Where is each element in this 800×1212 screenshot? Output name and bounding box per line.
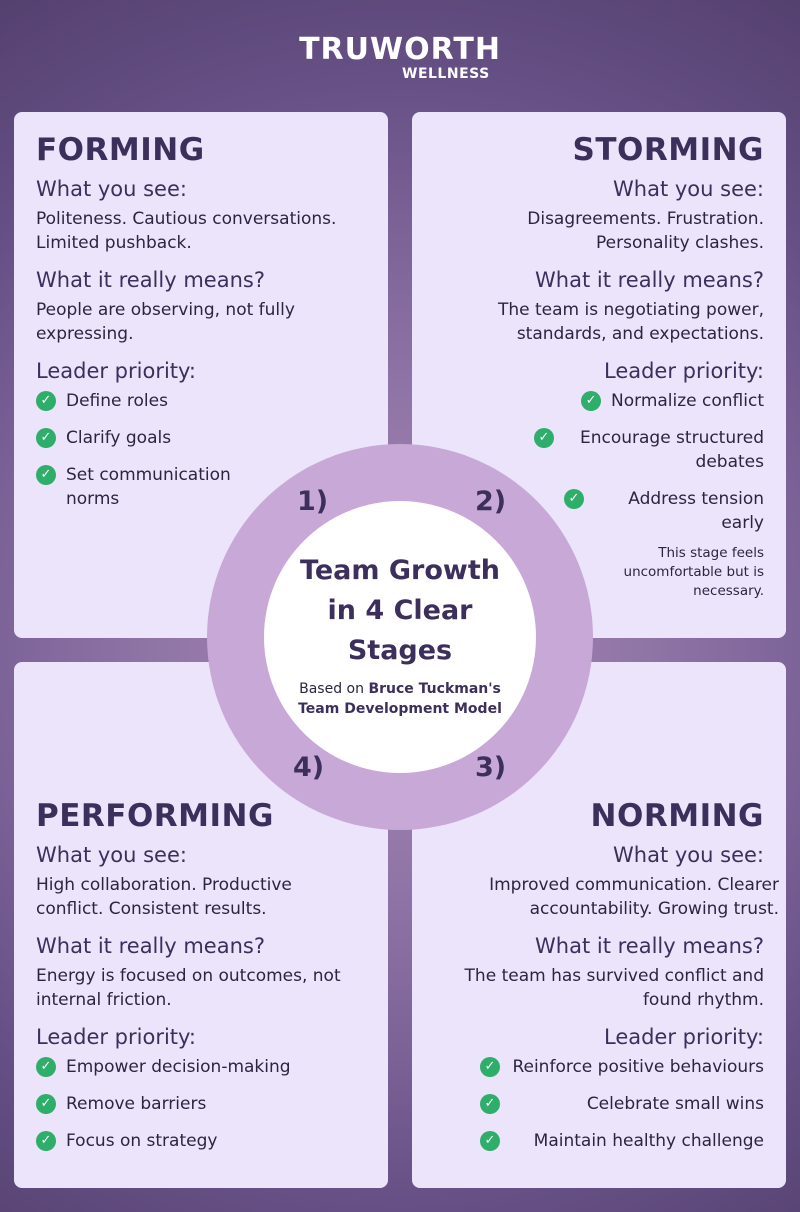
check-icon: ✓ (480, 1094, 500, 1114)
list-item: ✓ Remove barriers (36, 1092, 366, 1116)
list-item: ✓ Reinforce positive behaviours (434, 1055, 764, 1079)
priority-label: Leader priority: (603, 359, 764, 383)
see-label: What you see: (36, 177, 187, 201)
card-performing: PERFORMING What you see: High collaborat… (14, 662, 388, 1188)
check-icon: ✓ (36, 391, 56, 411)
list-item: ✓ Normalize conflict (434, 389, 764, 413)
item-text: Encourage structured debates (579, 428, 764, 472)
item-text: Define roles (66, 391, 168, 411)
see-text: High collaboration. Productive conflict.… (36, 875, 292, 919)
list-item: ✓ Define roles (36, 389, 366, 413)
stage-note: This stage feels uncomfortable but is ne… (623, 545, 764, 599)
check-icon: ✓ (36, 428, 56, 448)
priority-label: Leader priority: (36, 359, 197, 383)
means-text: The team has survived conflict and found… (464, 966, 764, 1010)
check-icon: ✓ (36, 1057, 56, 1077)
item-text: Address tension early (628, 489, 764, 533)
check-icon: ✓ (36, 1131, 56, 1151)
logo-brand: TRUWORTH (299, 32, 501, 67)
item-text: Empower decision-making (66, 1057, 291, 1077)
stage-title: FORMING (36, 132, 205, 168)
list-item: ✓ Empower decision-making (36, 1055, 366, 1079)
means-label: What it really means? (36, 934, 265, 958)
center-circle: Team Growth in 4 Clear Stages Based on B… (264, 501, 536, 773)
item-text: Celebrate small wins (586, 1094, 764, 1114)
logo-sub: WELLNESS (402, 66, 490, 82)
card-forming: FORMING What you see: Politeness. Cautio… (14, 112, 388, 638)
priority-label: Leader priority: (36, 1025, 197, 1049)
subtitle-bold: Bruce Tuckman's Team Development Model (298, 681, 502, 717)
check-icon: ✓ (534, 428, 554, 448)
check-icon: ✓ (36, 1094, 56, 1114)
means-text: The team is negotiating power, standards… (497, 300, 764, 344)
priority-label: Leader priority: (603, 1025, 764, 1049)
item-text: Set communication norms (66, 465, 231, 509)
truworth-logo: TRUWORTH WELLNESS (0, 32, 800, 83)
list-item: ✓ Celebrate small wins (434, 1092, 764, 1116)
list-item: ✓ Focus on strategy (36, 1129, 366, 1153)
item-text: Normalize conflict (611, 391, 764, 411)
stage-number-4: 4) (293, 752, 325, 783)
check-icon: ✓ (36, 465, 56, 485)
item-text: Focus on strategy (66, 1131, 218, 1151)
see-text: Disagreements. Frustration. Personality … (527, 209, 764, 253)
see-label: What you see: (613, 843, 764, 867)
list-item: ✓ Clarify goals (36, 426, 366, 450)
stage-title: NORMING (590, 798, 764, 834)
list-item: ✓ Address tension early (434, 487, 764, 535)
stage-number-1: 1) (297, 486, 329, 517)
item-text: Reinforce positive behaviours (512, 1057, 764, 1077)
means-label: What it really means? (535, 268, 764, 292)
check-icon: ✓ (581, 391, 602, 411)
check-icon: ✓ (480, 1057, 500, 1077)
stage-title: PERFORMING (36, 798, 274, 834)
item-text: Remove barriers (66, 1094, 207, 1114)
item-text: Maintain healthy challenge (533, 1131, 764, 1151)
item-text: Clarify goals (66, 428, 172, 448)
list-item: ✓ Maintain healthy challenge (434, 1129, 764, 1153)
center-title: Team Growth in 4 Clear Stages (300, 555, 500, 666)
check-icon: ✓ (480, 1131, 500, 1151)
see-label: What you see: (36, 843, 187, 867)
see-text: Improved communication. Clearer accounta… (489, 875, 779, 919)
center-subtitle: Based on Bruce Tuckman's Team Developmen… (295, 679, 505, 719)
stage-number-2: 2) (475, 486, 507, 517)
see-label: What you see: (613, 177, 764, 201)
means-text: Energy is focused on outcomes, not inter… (36, 966, 341, 1010)
stage-number-3: 3) (475, 752, 507, 783)
list-item: ✓ Encourage structured debates (434, 426, 764, 474)
card-storming: STORMING What you see: Disagreements. Fr… (412, 112, 786, 638)
see-text: Politeness. Cautious conversations. Limi… (36, 209, 337, 253)
subtitle-prefix: Based on (299, 681, 364, 697)
means-text: People are observing, not fully expressi… (36, 300, 295, 344)
check-icon: ✓ (564, 489, 584, 509)
means-label: What it really means? (36, 268, 265, 292)
means-label: What it really means? (535, 934, 764, 958)
list-item: ✓ Set communication norms (36, 463, 366, 511)
stage-title: STORMING (572, 132, 764, 168)
center-ring: 1) 2) 3) 4) Team Growth in 4 Clear Stage… (207, 444, 593, 830)
